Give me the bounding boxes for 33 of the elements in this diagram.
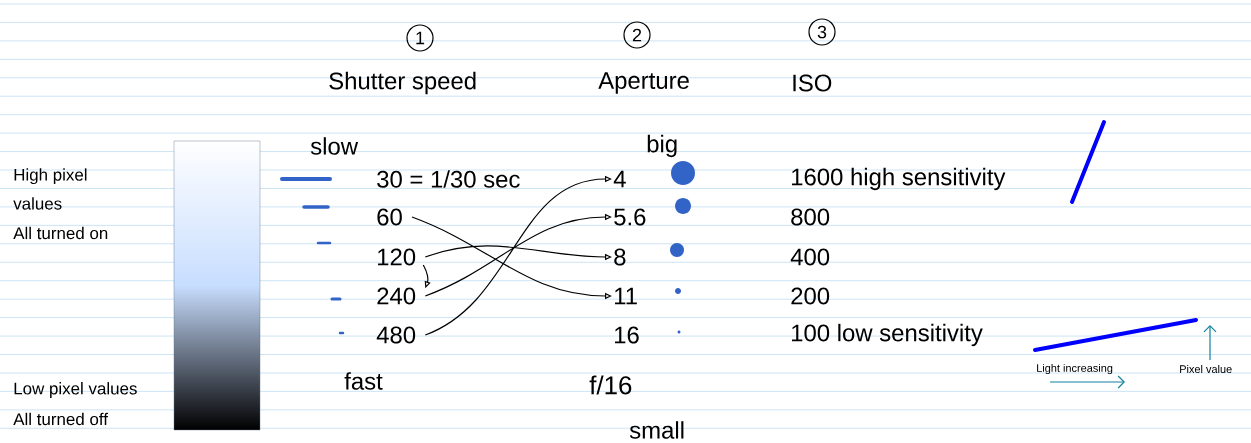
value-text: 200	[791, 287, 830, 305]
side-note: All turned off	[13, 412, 108, 426]
handwritten-note: f/16	[589, 375, 632, 395]
axis-note: Pixel value	[1180, 364, 1232, 373]
column-heading: Aperture	[598, 72, 689, 94]
scale-end-label: small	[629, 421, 684, 439]
scale-end-label: fast	[344, 372, 383, 390]
column-heading: Shutter speed	[329, 71, 476, 95]
axis-note: Light increasing	[1037, 363, 1113, 375]
value-text: 100 low sensitivity	[792, 323, 983, 347]
callout-number: 1	[406, 24, 434, 52]
value-text: 16	[615, 326, 639, 344]
value-text: 120	[378, 248, 416, 266]
value-text: 4	[613, 170, 626, 188]
callout-number: 2	[623, 21, 651, 49]
scale-end-label: big	[647, 134, 677, 158]
side-note: Low pixel values	[14, 382, 137, 398]
value-text: 11	[615, 287, 637, 305]
value-text: 240	[377, 287, 416, 305]
arrow	[424, 175, 612, 336]
value-text: 400	[790, 248, 830, 266]
scale-end-label: slow	[310, 137, 359, 155]
side-note: All turned on	[13, 226, 108, 240]
callout-number: 3	[808, 18, 836, 46]
column-heading: ISO	[793, 74, 832, 92]
value-text: 30 = 1/30 sec	[377, 170, 520, 188]
value-text: 480	[376, 326, 416, 344]
value-text: 60	[377, 208, 402, 226]
value-text: 1600 high sensitivity	[792, 167, 1006, 191]
value-text: 8	[614, 248, 626, 266]
side-note: High pixel values	[13, 168, 87, 210]
value-text: 5.6	[614, 208, 646, 226]
value-text: 800	[791, 208, 830, 226]
